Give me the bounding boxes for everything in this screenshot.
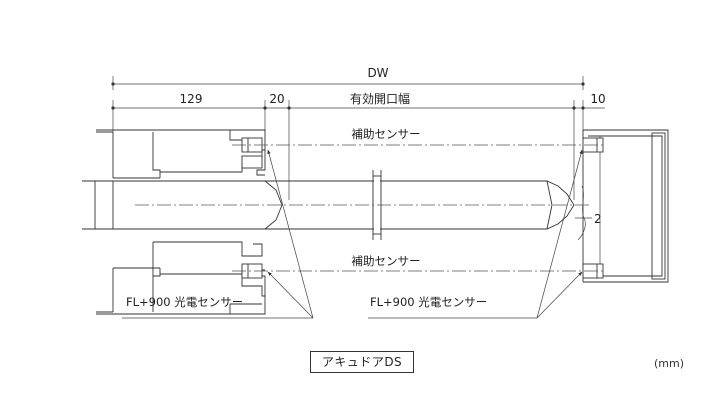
aux-sensor-left-top — [241, 137, 263, 169]
product-title-box: アキュドアDS — [310, 351, 414, 373]
photo-sensor-left-label: FL+900 光電センサー — [126, 295, 243, 309]
dim-left-offset: 129 — [180, 92, 203, 106]
left-jamb — [96, 129, 266, 315]
dim-small-gap: 2 — [594, 212, 602, 226]
photo-sensor-left-leader — [122, 149, 314, 319]
aux-sensor-bottom-label: 補助センサー — [352, 254, 421, 268]
photo-sensor-right-leader — [368, 149, 583, 319]
dim-overall-width: DW — [367, 66, 388, 80]
dim-clear-opening: 有効開口幅 — [350, 91, 410, 106]
dimension-lines — [111, 76, 605, 200]
dim-left-gap: 20 — [269, 92, 284, 106]
dim-right-gap: 10 — [590, 92, 605, 106]
unit-label: (mm) — [654, 357, 685, 370]
center-lines — [135, 144, 604, 272]
right-jamb — [575, 129, 669, 283]
photo-sensor-right-label: FL+900 光電センサー — [370, 295, 487, 309]
aux-sensor-top-label: 補助センサー — [352, 127, 421, 141]
